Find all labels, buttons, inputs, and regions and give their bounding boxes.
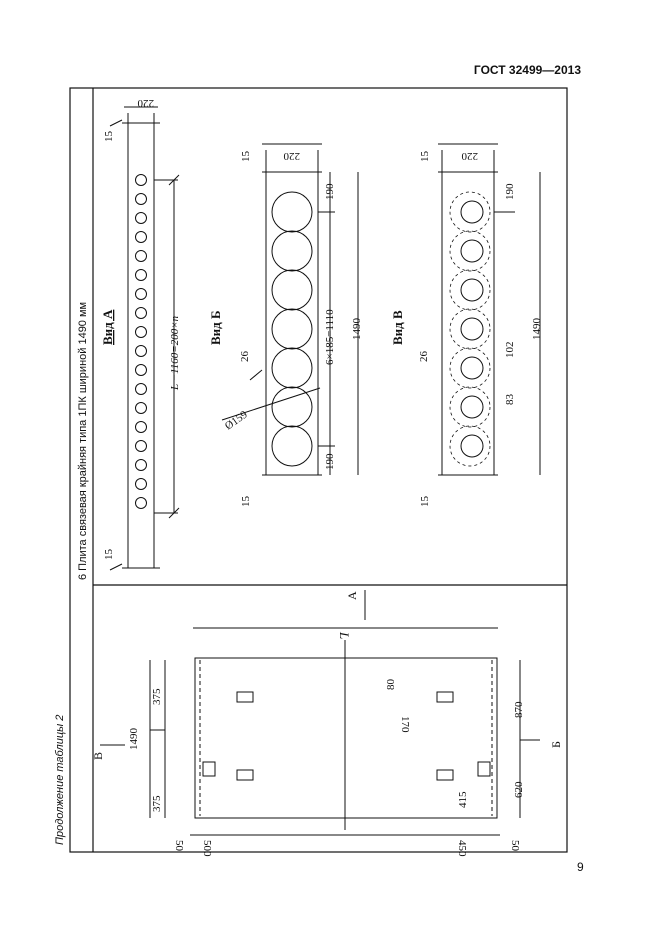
dim-15-bottom-a: 15 [103,549,115,561]
mark-v: В [91,752,105,760]
dim-190-top-b: 190 [324,183,336,200]
plan-drawing [100,590,540,836]
dim-1490-b: 1490 [351,318,363,341]
dim-80: 80 [385,679,397,691]
page-number: 9 [577,860,584,874]
dim-190-v: 190 [504,183,516,200]
view-a-holes [135,174,147,509]
mark-L: L [337,631,352,639]
dim-170: 170 [399,716,411,733]
dim-220-a: 220 [137,97,154,109]
dim-26-v: 26 [418,351,430,363]
standard-header: ГОСТ 32499—2013 [473,63,581,77]
table-frame [69,87,568,853]
view-a-label: Вид А [100,309,115,345]
dim-50-right: 50 [509,840,521,852]
view-v-label: Вид В [390,310,405,345]
view-a-drawing [109,106,180,571]
dim-102: 102 [504,342,516,359]
dim-15-bottom-b: 15 [240,496,252,508]
mark-a: А [345,591,359,600]
view-v-dashed-circles [449,191,491,467]
side-label: Продолжение таблицы 2 [54,715,66,845]
dim-6x185: 6×185=1110 [324,309,336,365]
dim-formula: L −1160=200×n [169,315,181,391]
dim-375-top: 375 [151,688,163,705]
dim-450: 450 [456,840,468,857]
dim-220-v: 220 [461,150,478,162]
dim-15-top-v: 15 [419,151,431,163]
dim-15-top-a: 15 [103,131,115,143]
view-b-drawing [221,143,359,476]
dim-1490-plan: 1490 [128,728,140,751]
dim-1490-v: 1490 [531,318,543,341]
dim-500: 500 [201,840,213,857]
dim-220-b: 220 [283,150,300,162]
dim-870: 870 [513,701,525,718]
dim-15-bottom-v: 15 [419,496,431,508]
dim-190-bottom-b: 190 [324,453,336,470]
dim-50-left: 50 [173,840,185,852]
dim-415: 415 [457,791,469,808]
dim-15-top-b: 15 [240,151,252,163]
mark-b: Б [549,741,563,748]
dim-83: 83 [504,394,516,406]
row-title: 6 Плита связевая крайняя типа 1ПК ширино… [77,302,89,580]
view-b-label: Вид Б [208,310,223,345]
dim-620: 620 [513,781,525,798]
view-v-drawing [438,143,541,476]
dim-26-b: 26 [239,351,251,363]
dim-375-bottom: 375 [151,795,163,812]
